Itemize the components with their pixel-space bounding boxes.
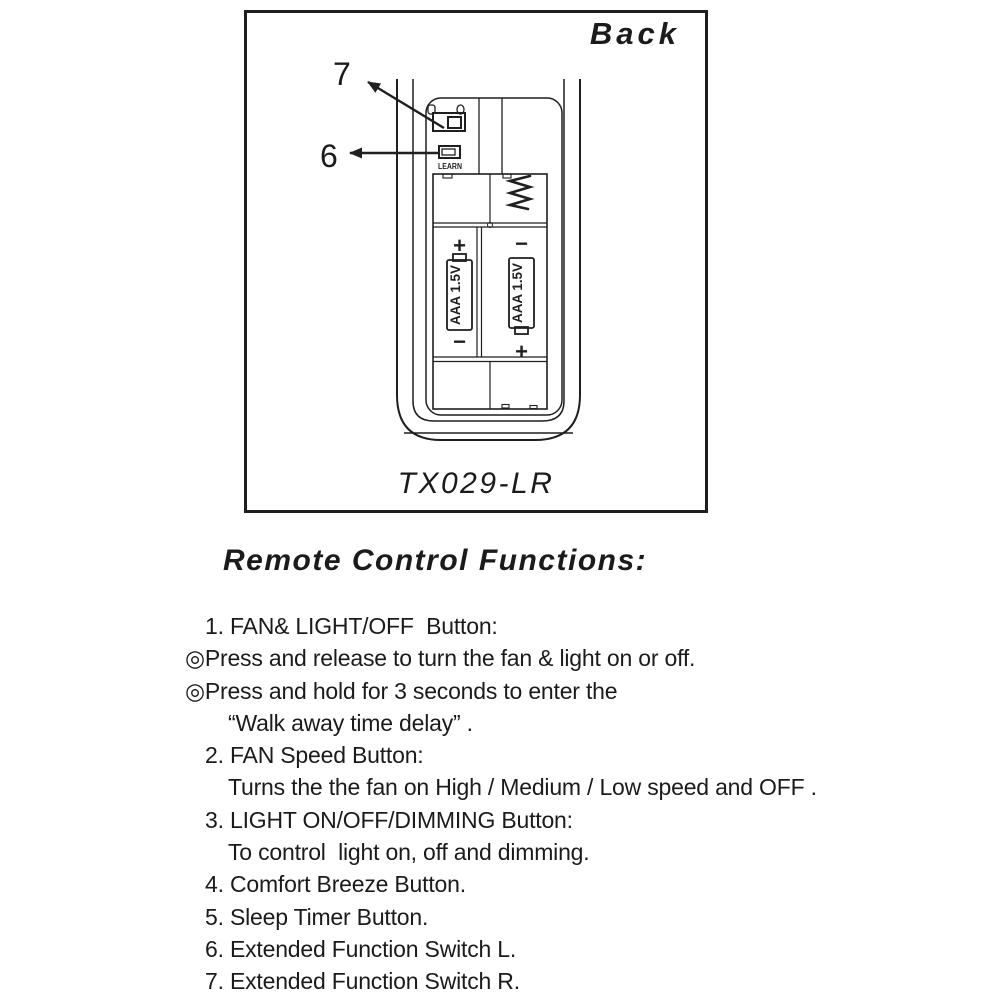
list-item-6: 6. Extended Function Switch L.	[205, 935, 517, 962]
callout-7-arrow	[367, 80, 445, 130]
body-inner-line	[412, 79, 565, 422]
list-item-3a: To control light on, off and dimming.	[228, 839, 590, 866]
battery-cover-plate	[425, 97, 563, 416]
battery-left-body	[446, 259, 473, 331]
battery-right-bottom-sign: +	[515, 339, 528, 364]
battery-left: + AAA 1.5V −	[446, 233, 473, 354]
cover-tab-top-left	[442, 173, 453, 179]
callout-6-label: 6	[320, 138, 338, 174]
battery-left-terminal-nub	[452, 253, 467, 262]
battery-divider-wall	[476, 227, 483, 357]
section-heading: Remote Control Functions:	[223, 544, 648, 577]
list-item-5: 5. Sleep Timer Button.	[205, 903, 429, 930]
figure-box: LEARN + AAA 1.5V −	[244, 10, 708, 513]
learn-switch-slider	[441, 148, 456, 156]
switch-post-left	[427, 104, 436, 115]
battery-spring	[504, 174, 535, 211]
function-list: 1. FAN& LIGHT/OFF Button: ◎Press and rel…	[185, 610, 825, 998]
callout-7-label: 7	[333, 56, 351, 92]
cover-tab-bottom-1	[501, 403, 510, 409]
battery-left-top-sign: +	[453, 233, 466, 258]
list-item-1: 1. FAN& LIGHT/OFF Button:	[205, 613, 498, 639]
switch-7-slider	[447, 116, 462, 129]
list-item-1b: ◎Press and hold for 3 seconds to enter t…	[185, 677, 618, 704]
list-item-1c: “Walk away time delay” .	[228, 709, 473, 736]
list-item-2a: Turns the the fan on High / Medium / Low…	[228, 774, 817, 801]
remote-back-diagram: LEARN + AAA 1.5V −	[244, 10, 708, 513]
battery-right-terminal-nub	[514, 326, 529, 335]
body-outer-line	[396, 79, 581, 441]
battery-left-label: AAA 1.5V	[448, 265, 463, 325]
divider-pivot	[487, 222, 493, 228]
remote-body-outline	[396, 79, 581, 441]
list-item-2: 2. FAN Speed Button:	[205, 742, 424, 769]
learn-label: LEARN	[438, 162, 462, 171]
callout-arrows	[349, 80, 445, 159]
extended-function-switch-r	[427, 104, 466, 132]
plate-seam-lines	[478, 98, 503, 174]
cover-tab-top-right	[502, 173, 512, 179]
list-item-3: 3. LIGHT ON/OFF/DIMMING Button:	[205, 806, 573, 833]
battery-right-body	[508, 257, 535, 329]
cover-tab-bottom-2	[529, 404, 538, 410]
figure-border	[244, 10, 708, 513]
extended-function-switch-l: LEARN	[438, 145, 462, 171]
battery-right-top-sign: −	[515, 231, 528, 256]
battery-compartment	[432, 173, 548, 410]
list-item-7: 7. Extended Function Switch R.	[205, 968, 520, 995]
list-item-4: 4. Comfort Breeze Button.	[205, 871, 466, 898]
model-label: TX029-LR	[397, 467, 555, 500]
figure-title: Back	[589, 16, 680, 51]
list-item-1a: ◎Press and release to turn the fan & lig…	[185, 645, 696, 672]
plate-outline	[425, 97, 563, 416]
battery-right: − AAA 1.5V +	[508, 231, 535, 364]
battery-left-bottom-sign: −	[453, 329, 466, 354]
battery-right-label: AAA 1.5V	[510, 263, 525, 323]
